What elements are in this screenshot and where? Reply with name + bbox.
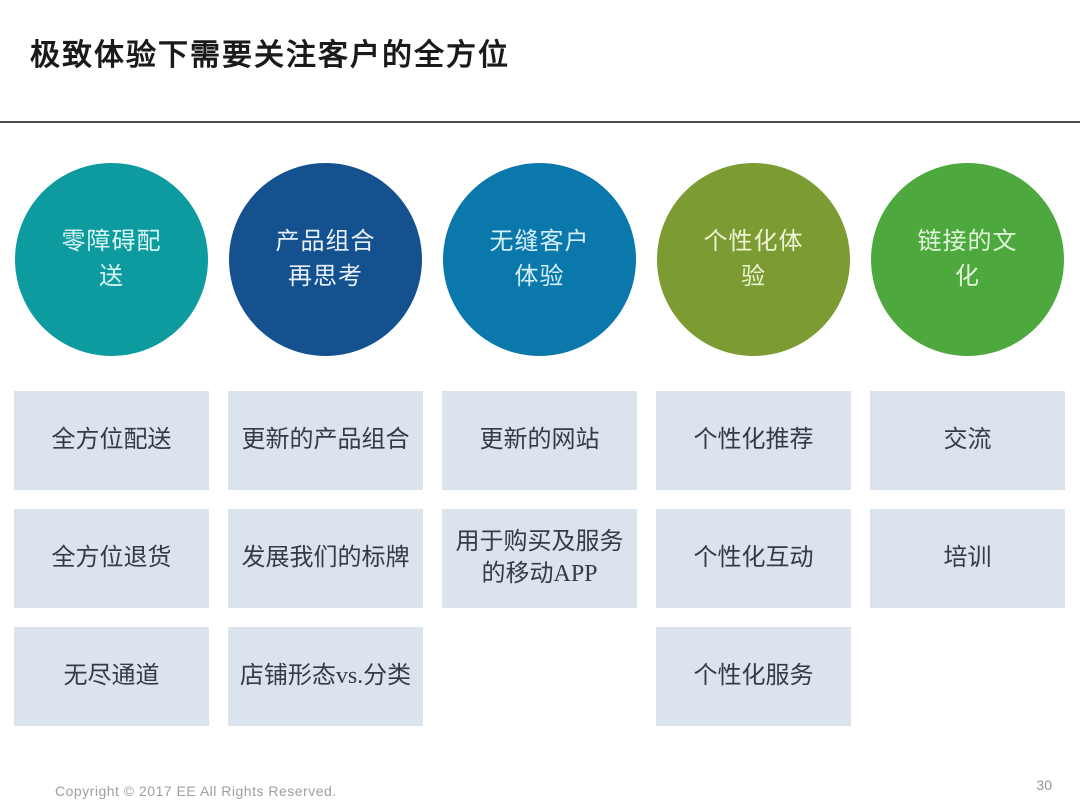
title-divider <box>0 121 1080 123</box>
product-mix-rethink-circle: 产品组合 再思考 <box>229 163 422 356</box>
detail-card: 店铺形态vs.分类 <box>228 627 423 726</box>
page-title: 极致体验下需要关注客户的全方位 <box>30 39 510 72</box>
seamless-customer-experience-circle: 无缝客户 体验 <box>443 163 636 356</box>
column-personalized-experience: 个性化体 验 个性化推荐 个性化互动 个性化服务 <box>656 163 851 745</box>
zero-barrier-delivery-circle: 零障碍配 送 <box>15 163 208 356</box>
personalized-experience-circle: 个性化体 验 <box>657 163 850 356</box>
column-zero-barrier-delivery: 零障碍配 送 全方位配送 全方位退货 无尽通道 <box>14 163 209 745</box>
column-connected-culture: 链接的文 化 交流 培训 <box>870 163 1065 745</box>
copyright-notice: Copyright © 2017 EE All Rights Reserved. <box>55 783 337 799</box>
detail-card: 无尽通道 <box>14 627 209 726</box>
page-number: 30 <box>1036 777 1052 793</box>
column-seamless-customer-experience: 无缝客户 体验 更新的网站 用于购买及服务 的移动APP <box>442 163 637 745</box>
detail-card: 用于购买及服务 的移动APP <box>442 509 637 608</box>
detail-card: 发展我们的标牌 <box>228 509 423 608</box>
detail-card: 培训 <box>870 509 1065 608</box>
detail-card: 更新的产品组合 <box>228 391 423 490</box>
concept-grid: 零障碍配 送 全方位配送 全方位退货 无尽通道 产品组合 再思考 更新的产品组合… <box>14 163 1065 745</box>
detail-card: 更新的网站 <box>442 391 637 490</box>
detail-card: 全方位配送 <box>14 391 209 490</box>
connected-culture-circle: 链接的文 化 <box>871 163 1064 356</box>
detail-card: 交流 <box>870 391 1065 490</box>
column-product-mix-rethink: 产品组合 再思考 更新的产品组合 发展我们的标牌 店铺形态vs.分类 <box>228 163 423 745</box>
detail-card: 个性化推荐 <box>656 391 851 490</box>
detail-card: 个性化服务 <box>656 627 851 726</box>
detail-card: 个性化互动 <box>656 509 851 608</box>
detail-card: 全方位退货 <box>14 509 209 608</box>
